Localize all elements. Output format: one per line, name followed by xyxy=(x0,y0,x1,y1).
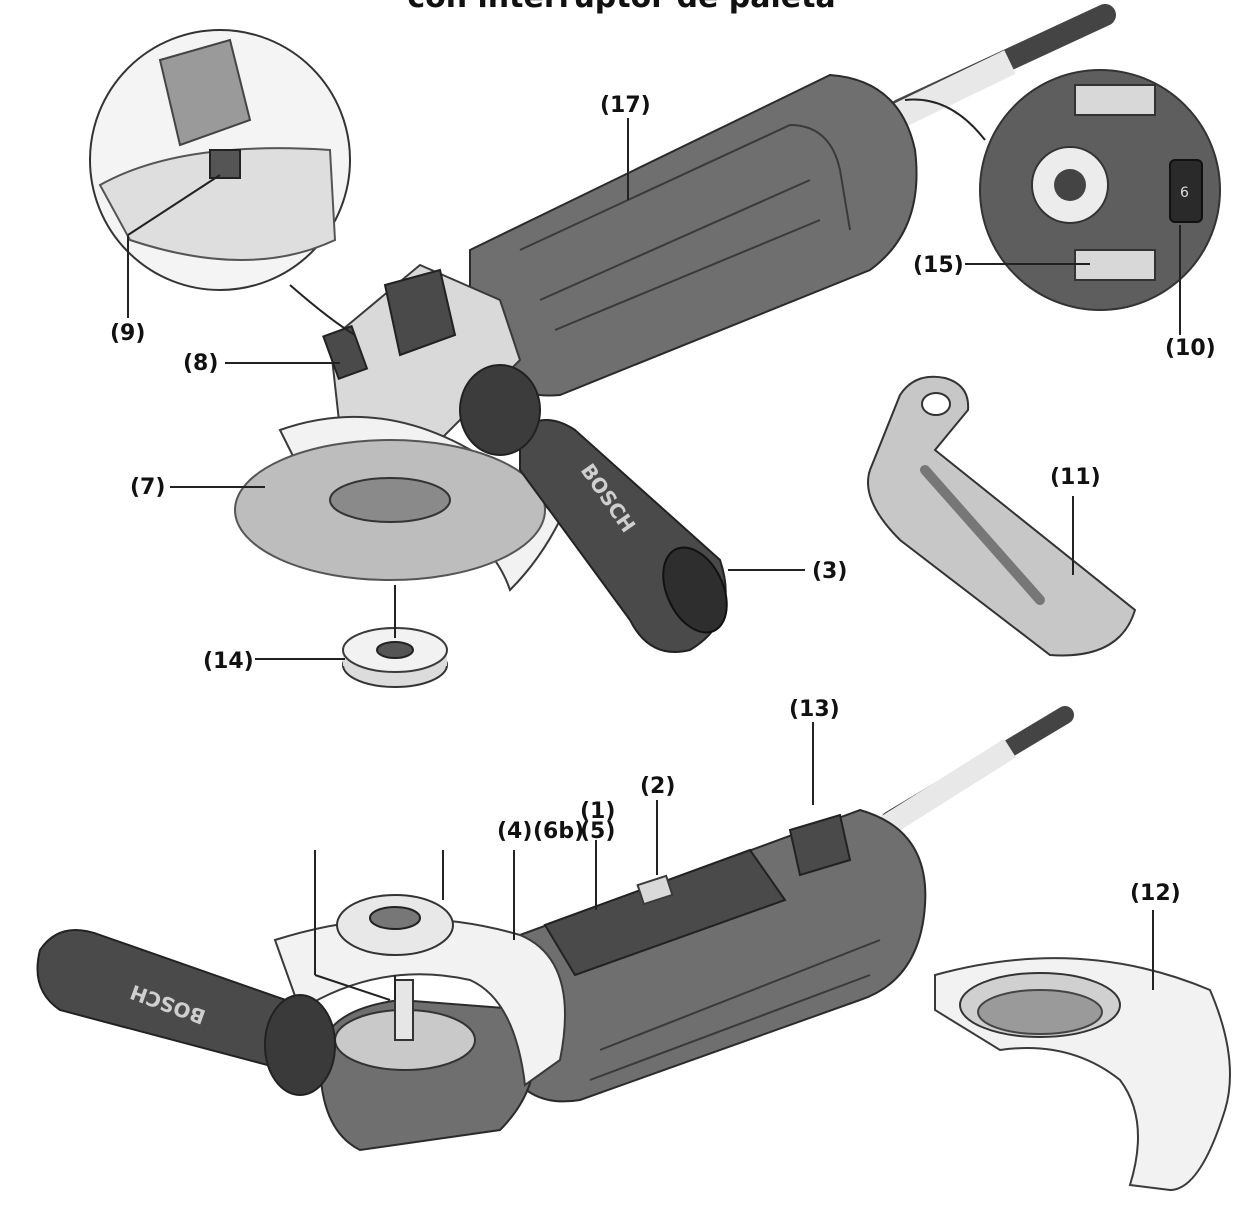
callout-11: (11) xyxy=(1050,465,1101,490)
callout-9: (9) xyxy=(110,321,145,346)
callout-14: (14) xyxy=(203,649,254,674)
top-motor-housing xyxy=(469,73,918,397)
bottom-motor-housing xyxy=(498,808,927,1103)
top-grinder-illustration: BOSCH xyxy=(234,4,1116,688)
callout-8: (8) xyxy=(183,351,218,376)
bottom-grinder-illustration: BOSCH xyxy=(36,706,1074,1152)
callout-17: (17) xyxy=(600,93,651,118)
callout-labels: (17) (9) (8) (7) (14) (3) (15) (10) (11)… xyxy=(110,93,1216,906)
callout-2: (2) xyxy=(640,774,675,799)
diagram-title: con interruptor de paleta xyxy=(0,0,1243,15)
callout-10: (10) xyxy=(1165,336,1216,361)
callout-5: (5) xyxy=(580,819,615,844)
callout-6b: (6b) xyxy=(533,819,584,844)
speed-dial-number: 6 xyxy=(1180,185,1189,201)
callout-13: (13) xyxy=(789,697,840,722)
callout-1: (1) xyxy=(580,799,615,824)
callout-3: (3) xyxy=(812,559,847,584)
callout-7: (7) xyxy=(130,475,165,500)
protective-guard-12 xyxy=(934,957,1231,1192)
spindle-lock-detail-circle xyxy=(89,29,356,336)
callout-12: (12) xyxy=(1130,881,1181,906)
leader-lines xyxy=(127,118,1181,1001)
accessory-plate-11 xyxy=(867,375,1137,657)
clamping-flange-nut xyxy=(342,627,448,688)
callout-4: (4) xyxy=(497,819,532,844)
callout-15: (15) xyxy=(913,253,964,278)
speed-dial-detail-circle: 6 xyxy=(904,69,1221,311)
